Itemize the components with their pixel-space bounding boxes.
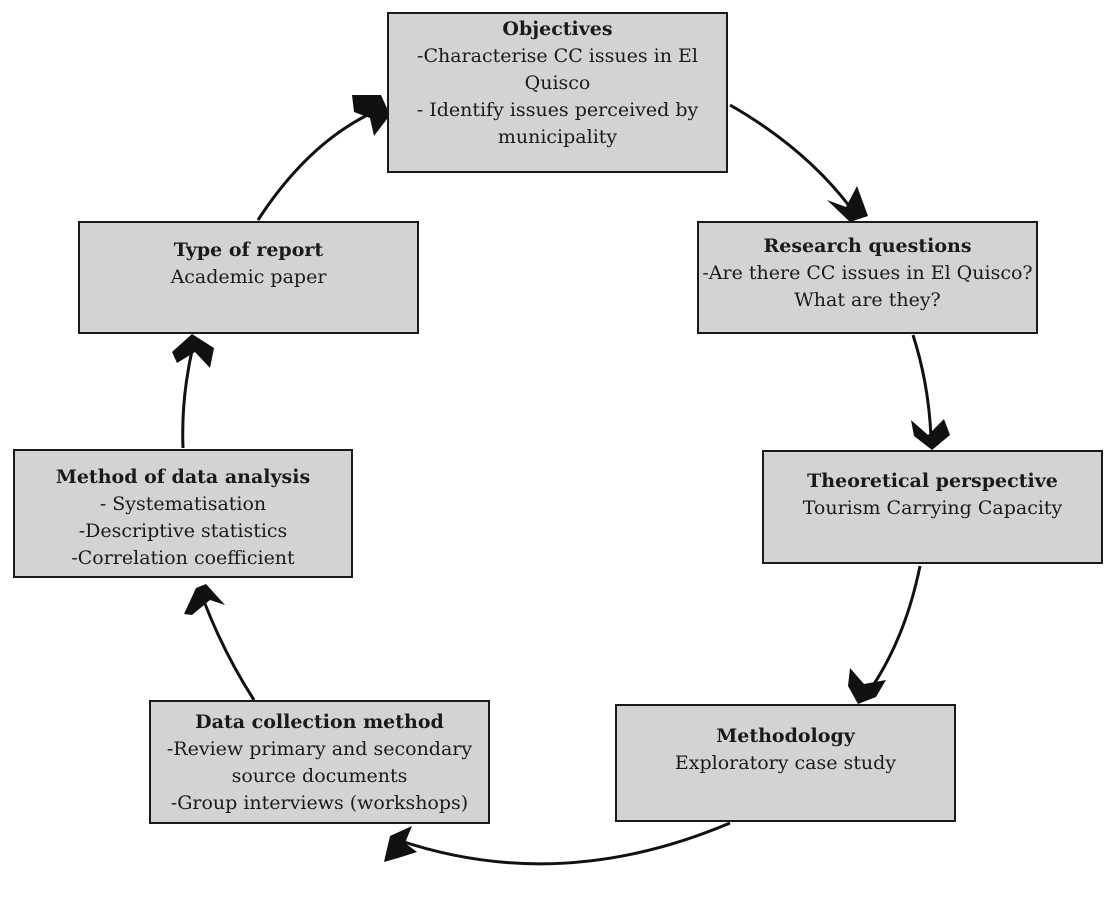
box-title: Type of report bbox=[173, 239, 324, 261]
objectives-box: Objectives -Characterise CC issues in El… bbox=[387, 12, 728, 173]
box-title: Method of data analysis bbox=[55, 466, 311, 488]
box-text-line: -Characterise CC issues in El bbox=[417, 45, 698, 67]
box-text-line: - Identify issues perceived by bbox=[416, 99, 699, 121]
box-text-line: source documents bbox=[231, 765, 408, 787]
box-text-line: municipality bbox=[497, 126, 618, 148]
arrow-report-to-objectives bbox=[256, 108, 379, 221]
box-text-line: -Correlation coefficient bbox=[71, 547, 295, 569]
box-title: Methodology bbox=[716, 725, 855, 747]
box-text-line: Quisco bbox=[524, 72, 591, 94]
research-questions-box: Research questions -Are there CC issues … bbox=[697, 221, 1038, 334]
arrowhead-theoretical-to-methodology bbox=[848, 668, 886, 704]
box-title: Research questions bbox=[763, 235, 972, 257]
theoretical-perspective-box: Theoretical perspective Tourism Carrying… bbox=[762, 450, 1103, 564]
box-title: Data collection method bbox=[195, 711, 444, 733]
box-text-line: -Descriptive statistics bbox=[78, 520, 288, 542]
arrowhead-research-to-theoretical bbox=[911, 419, 950, 450]
methodology-box: Methodology Exploratory case study bbox=[615, 704, 956, 822]
method-of-data-analysis-box: Method of data analysis - Systematisatio… bbox=[13, 449, 353, 578]
arrowhead-datacoll-to-analysis bbox=[184, 584, 225, 615]
arrow-objectives-to-research bbox=[729, 103, 852, 208]
box-text-line: Academic paper bbox=[170, 266, 327, 288]
box-text-line: Tourism Carrying Capacity bbox=[802, 497, 1063, 519]
box-title: Objectives bbox=[502, 18, 613, 40]
arrow-methodology-to-datacoll bbox=[397, 821, 731, 866]
box-text-line: - Systematisation bbox=[99, 493, 267, 515]
arrow-research-to-theoretical bbox=[911, 334, 933, 439]
box-text-line: Exploratory case study bbox=[674, 752, 897, 774]
data-collection-method-box: Data collection method -Review primary a… bbox=[149, 700, 490, 824]
arrow-datacoll-to-analysis bbox=[200, 595, 256, 701]
arrow-theoretical-to-methodology bbox=[866, 565, 922, 694]
type-of-report-box: Type of report Academic paper bbox=[78, 221, 419, 334]
box-title: Theoretical perspective bbox=[807, 470, 1058, 492]
arrowhead-objectives-to-research bbox=[827, 186, 868, 222]
box-text-line: What are they? bbox=[794, 289, 941, 311]
arrowhead-methodology-to-datacoll bbox=[384, 826, 417, 862]
arrowhead-analysis-to-report bbox=[172, 334, 214, 368]
arrowhead-report-to-objectives bbox=[352, 95, 390, 136]
box-text-line: -Are there CC issues in El Quisco? bbox=[702, 262, 1033, 284]
box-text-line: -Review primary and secondary bbox=[166, 738, 473, 760]
arrow-analysis-to-report bbox=[181, 345, 195, 449]
box-text-line: -Group interviews (workshops) bbox=[170, 792, 469, 814]
